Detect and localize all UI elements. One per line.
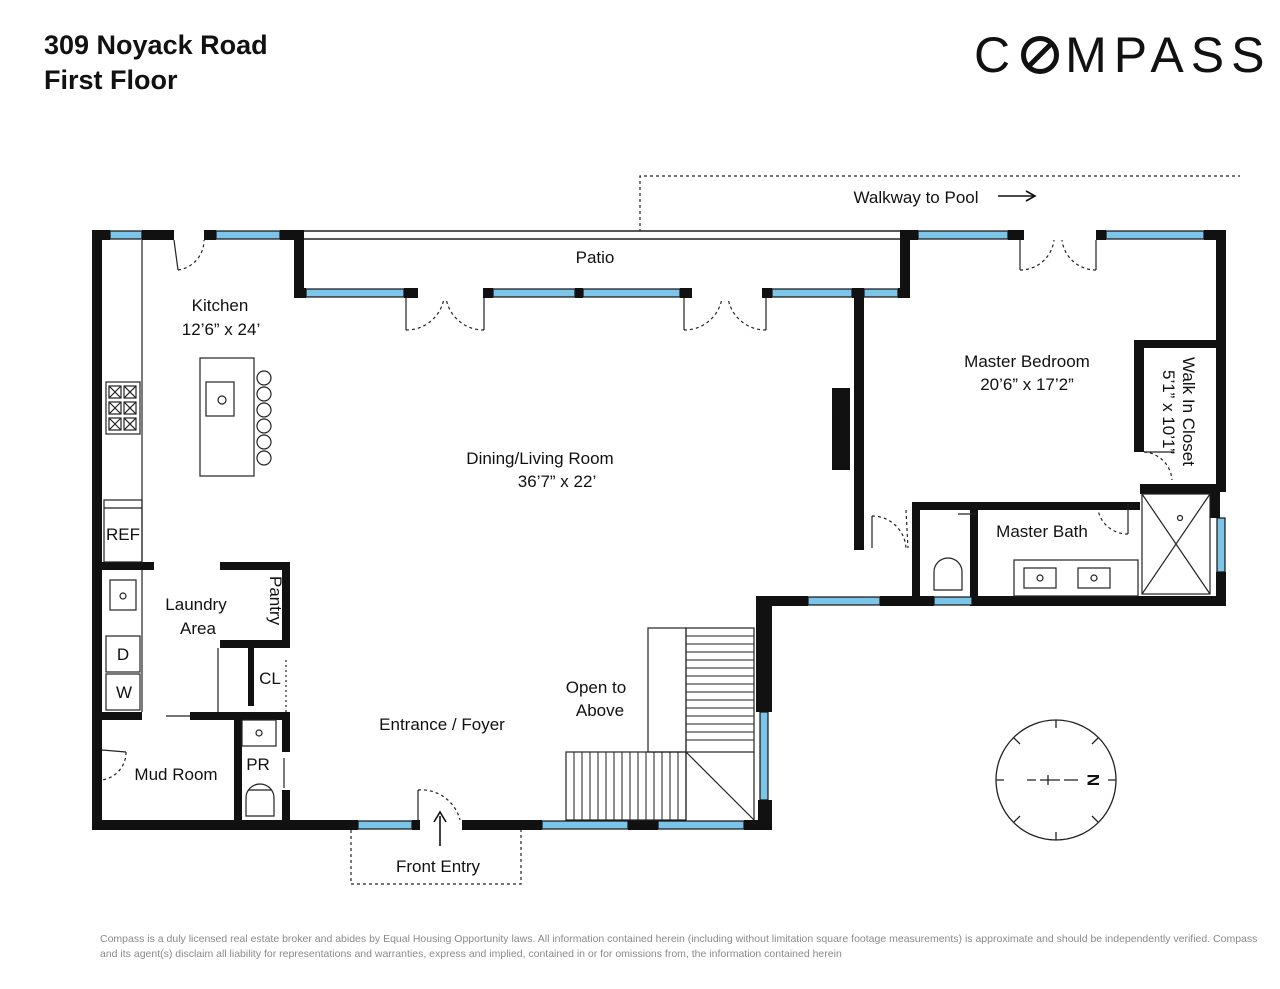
master-toilet-icon [933, 557, 963, 591]
stair-treads [573, 635, 754, 820]
shower-icon [1141, 493, 1211, 595]
kitchen-label: Kitchen [192, 296, 249, 315]
walkway-arrow-icon [998, 190, 1037, 202]
cooktop-icon [105, 381, 141, 435]
compass-logo-o-icon [1021, 36, 1060, 74]
patio-outline [299, 230, 907, 240]
laundry-label-line2: Area [180, 619, 216, 638]
closet-label: CL [259, 669, 281, 688]
dining-living-label: Dining/Living Room [466, 449, 613, 468]
dryer-icon [105, 635, 141, 673]
walls [92, 230, 1226, 830]
compass-north-label: N [1084, 774, 1103, 786]
doors [101, 239, 1174, 821]
disclaimer-text: Compass is a duly licensed real estate b… [100, 933, 1258, 960]
front-entry-label: Front Entry [396, 857, 481, 876]
powder-room-label: PR [246, 755, 270, 774]
walk-in-closet-dims: 5’1” x 10’1” [1159, 370, 1178, 454]
fireplace-label: Fireplace [832, 400, 847, 453]
kitchen-dims: 12’6” x 24’ [182, 320, 260, 339]
master-bedroom-label: Master Bedroom [964, 352, 1090, 371]
laundry-label-line1: Laundry [165, 595, 227, 614]
pr-toilet-icon [245, 783, 275, 817]
island-sink-icon [205, 381, 235, 417]
master-bath-label: Master Bath [996, 522, 1088, 541]
address-title: 309 Noyack Road [44, 30, 268, 60]
entry-arrow-icon [433, 810, 447, 846]
windows [109, 230, 1226, 830]
bar-stools [256, 370, 272, 466]
compass-rose-icon [995, 719, 1117, 841]
open-to-above-line2: Above [576, 701, 624, 720]
floor-title: First Floor [44, 65, 178, 95]
washer-icon [105, 673, 141, 711]
patio-label: Patio [576, 248, 615, 267]
refrigerator-icon [103, 499, 143, 563]
master-bedroom-dims: 20’6” x 17’2” [980, 375, 1074, 394]
laundry-sink-icon [109, 579, 137, 611]
walkway-dashed-line [639, 175, 1240, 232]
open-to-above-line1: Open to [566, 678, 627, 697]
open-to-above-outline [647, 627, 687, 753]
front-entry-dashed-outline [350, 830, 522, 885]
mud-room-label: Mud Room [134, 765, 217, 784]
pr-sink-icon [241, 719, 277, 747]
dryer-label: D [117, 645, 129, 664]
staircase [685, 627, 755, 753]
walk-in-closet-label: Walk In Closet [1179, 357, 1198, 466]
entrance-foyer-label: Entrance / Foyer [379, 715, 505, 734]
walkway-label: Walkway to Pool [853, 188, 978, 207]
dining-living-dims: 36’7” x 22’ [518, 472, 596, 491]
washer-label: W [116, 683, 132, 702]
pantry-label: Pantry [266, 576, 285, 626]
ref-label: REF [106, 525, 140, 544]
kitchen-fixtures [103, 240, 1211, 821]
vanity [1013, 559, 1139, 597]
kitchen-island [199, 357, 255, 477]
